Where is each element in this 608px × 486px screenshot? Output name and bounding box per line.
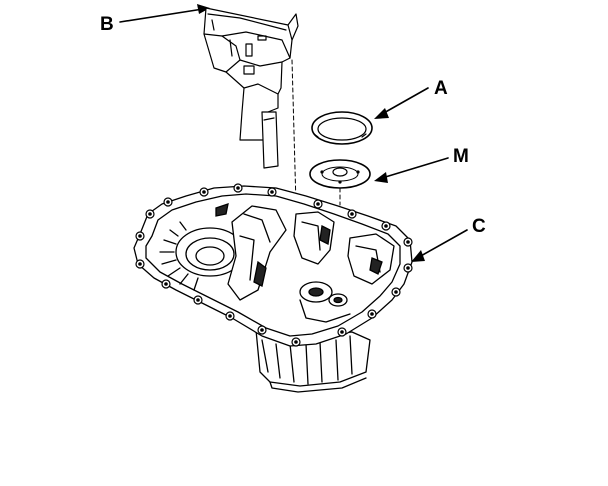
leader-line-a [381,87,429,115]
callout-b: B [100,4,210,35]
leader-line-m [381,157,449,179]
leader-line-b [119,8,204,23]
label-m: M [453,146,469,167]
callout-m: M [374,146,469,183]
callout-a: A [374,78,448,119]
washer-icon [309,159,371,206]
transmission-housing-icon [133,183,413,393]
arrowhead-b [197,4,210,14]
arrowhead-m [374,172,388,183]
callout-c: C [411,216,486,262]
label-c: C [472,216,486,237]
snap-ring-icon [311,111,373,145]
arrowhead-a [374,108,389,119]
arrowhead-c [411,250,425,262]
label-a: A [434,78,448,99]
oil-guide-plate-icon [203,7,299,206]
leader-line-c [418,229,468,258]
label-b: B [100,14,114,35]
